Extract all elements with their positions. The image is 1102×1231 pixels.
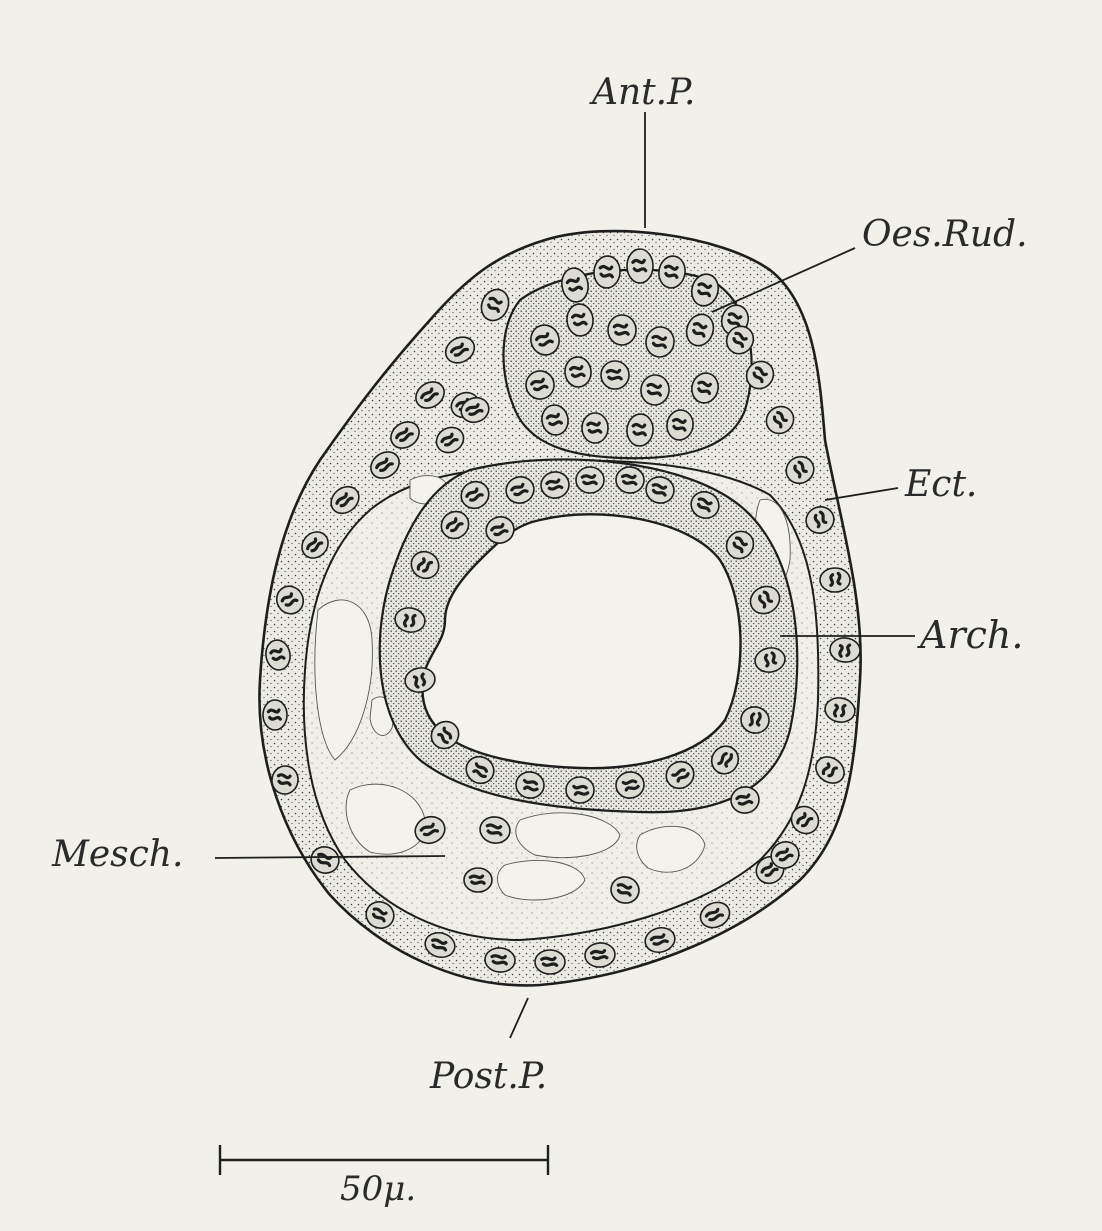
nucleus [608, 315, 636, 345]
label-mesch: Mesch. [51, 834, 183, 875]
nucleus [601, 361, 629, 389]
nucleus [535, 950, 565, 974]
nucleus [576, 467, 604, 493]
label-post-p: Post.P. [429, 1056, 547, 1097]
nucleus [582, 413, 608, 443]
nucleus [464, 868, 492, 892]
label-arch: Arch. [917, 613, 1023, 657]
label-ant-p: Ant.P. [589, 72, 695, 113]
nucleus [263, 700, 287, 730]
post-p-leader [510, 998, 528, 1038]
nucleus [820, 568, 850, 592]
nucleus [566, 777, 594, 803]
nucleus [627, 249, 653, 283]
label-oes-rud: Oes.Rud. [862, 214, 1028, 255]
scale-bar-label: 50μ. [340, 1169, 416, 1209]
label-ect: Ect. [904, 464, 977, 505]
